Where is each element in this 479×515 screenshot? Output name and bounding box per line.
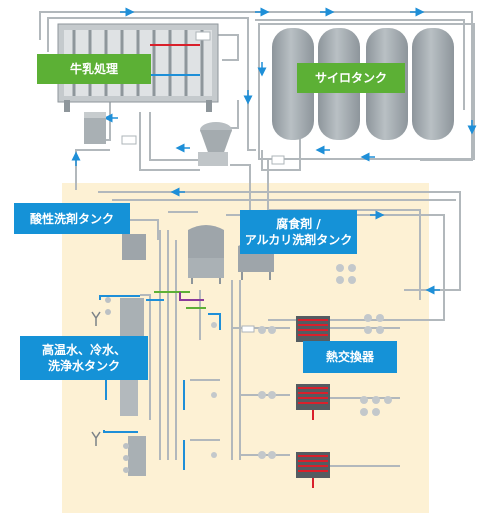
fittings (121, 31, 285, 333)
separator (198, 122, 232, 166)
caustic-tank-label: 腐食剤 / アルカリ洗剤タンク (240, 210, 357, 254)
heat-exchanger-label: 熱交換器 (303, 341, 397, 373)
milk-processing-label: 牛乳処理 (37, 54, 151, 84)
caustic-tank-label-line2: アルカリ洗剤タンク (244, 233, 353, 247)
water-tanks (105, 297, 146, 476)
silo-tank-label: サイロタンク (297, 63, 405, 93)
flow-arrows (71, 7, 477, 295)
heat-exchangers (296, 316, 330, 488)
water-tank-label: 高温水、冷水、 洗浄水タンク (20, 336, 148, 380)
buffer-tank (84, 112, 106, 144)
water-tank-label-line1: 高温水、冷水、 (41, 343, 126, 357)
spray-heads (91, 311, 101, 446)
acid-tank-block (122, 234, 146, 260)
valves (211, 264, 392, 459)
water-tank-label-line2: 洗浄水タンク (47, 359, 120, 373)
caustic-tank-label-line1: 腐食剤 / (276, 217, 321, 231)
acid-detergent-tank-label: 酸性洗剤タンク (14, 203, 130, 234)
main-pipe-network (39, 11, 475, 467)
